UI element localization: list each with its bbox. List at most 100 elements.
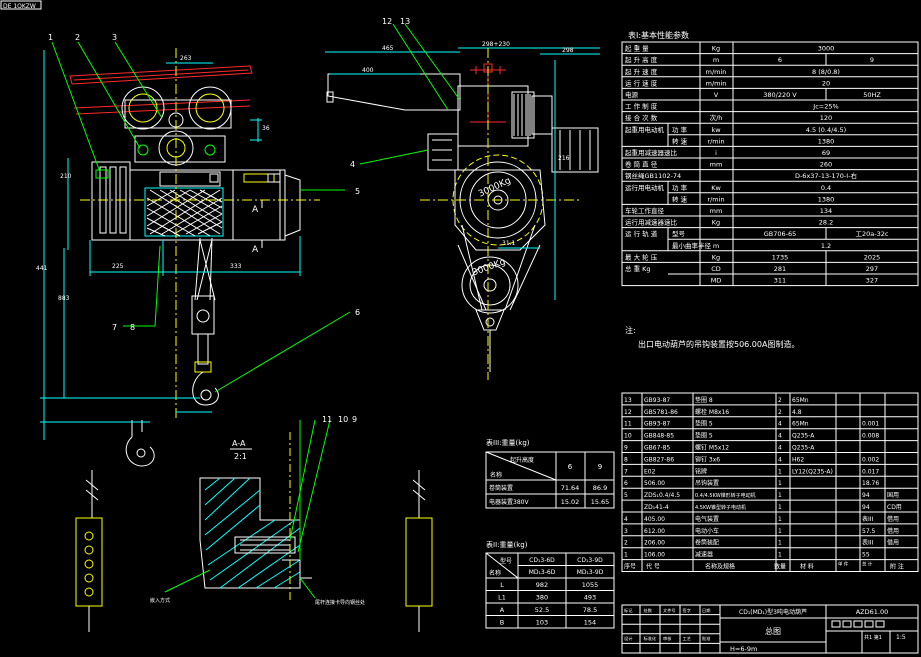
bom-cell: 6: [624, 480, 628, 487]
table1-unit: r/min: [707, 195, 724, 203]
table1-unit: Kw: [711, 184, 721, 192]
bom-cell: H62: [792, 456, 804, 463]
bom-cell: 94: [862, 504, 870, 511]
table1-label: 最 大 轮 压: [625, 252, 658, 261]
table1-label: 卷 筒 直 径: [625, 160, 658, 169]
svg-text:263: 263: [180, 55, 192, 62]
callout-6: 6: [355, 308, 360, 317]
title-sheet: 共1 第1: [864, 634, 882, 641]
bom-cell: 65Mn: [792, 421, 809, 428]
table3-head: 起升高度: [510, 456, 534, 464]
travel-motor-front: [232, 169, 301, 241]
bom-cell: 506.00: [644, 480, 665, 487]
callout-1: 1: [48, 33, 53, 42]
bom-cell: 1: [778, 516, 782, 523]
title-sign-label: 处数: [644, 607, 653, 614]
table1-unit: kw: [711, 126, 721, 134]
table1-label: 运行用减速器速比: [625, 218, 678, 227]
label-embed: 嵌入方式: [150, 597, 170, 604]
section-title: A-A: [232, 439, 246, 448]
bom-cell: 1: [778, 528, 782, 535]
table2-row-label: L: [500, 581, 504, 589]
table1-value: Jc=25%: [812, 103, 838, 111]
table1-label: 运 行 速 度: [625, 78, 658, 87]
bom-cell: 57.5: [862, 528, 876, 535]
table1-sublabel: 功 率: [672, 125, 688, 134]
table1-label: 钢丝绳GB1102-74: [625, 171, 681, 180]
callout-12: 12: [382, 17, 392, 26]
table1-label: 起 升 高 度: [625, 55, 658, 64]
table1-value: 20: [822, 79, 830, 87]
bom-cell: 2: [624, 540, 628, 547]
bom-cell: 1: [778, 492, 782, 499]
table1-unit: m: [713, 242, 719, 250]
table1-label: 运行用电动机: [625, 183, 665, 192]
table1-value: 134: [820, 207, 832, 215]
table1-unit: V: [714, 91, 719, 99]
table3-head: 名称: [490, 471, 502, 479]
table3-row-label: 卷筒装置: [489, 484, 513, 492]
bom-cell: 借用: [887, 539, 899, 547]
bom-cell: 借用: [887, 515, 899, 523]
table1-value: 1380: [818, 195, 835, 203]
bom-cell: 表III: [862, 515, 874, 523]
bom-cell: ZD₁41-4: [644, 504, 669, 511]
bom-cell: ZDS₁0.4/4.5: [644, 492, 680, 499]
table1-value: GB706-65: [764, 230, 797, 238]
note-label: 注:: [625, 325, 636, 335]
drum-front: [129, 169, 281, 241]
table3-col: 6: [568, 463, 573, 471]
bom-cell: 借用: [887, 527, 899, 535]
table2-cell: 52.5: [535, 606, 549, 614]
bom-cell: 铭牌: [695, 467, 707, 475]
travel-motor-side: [551, 127, 599, 173]
dimensions-front: 263 36 210 441 883 225 333: [36, 50, 301, 440]
table1-value: D-6x37-13-170-Ⅰ-右: [795, 171, 858, 180]
bom-cell: Q235-A: [792, 445, 815, 452]
bom-cell: 11: [624, 421, 632, 428]
rail-beam-front: [69, 65, 253, 85]
table1-unit: Kg: [712, 219, 720, 227]
table1-label: 总 重 Kg: [625, 264, 651, 273]
svg-text:333: 333: [230, 263, 242, 270]
table1-value: 260: [820, 161, 832, 169]
bom-cell: CD用: [887, 504, 902, 511]
bom-header: 总 计: [862, 561, 873, 568]
bom-cell: GB67-85: [644, 445, 670, 452]
table1-unit: Kg: [712, 45, 720, 53]
table2-cell: 493: [584, 594, 596, 602]
bom-cell: 1: [778, 504, 782, 511]
table3-cell: 86.9: [593, 484, 607, 492]
title-scale: 1:5: [896, 634, 906, 641]
table1-value: 380/220 V: [763, 91, 797, 99]
table2-col: CD₁3-9D: [577, 557, 603, 564]
bom-cell: 1: [624, 552, 628, 559]
table1-unit: 次/h: [710, 113, 723, 122]
table1-value: 0.4: [821, 184, 831, 192]
table1-value: 4.5 (0.4/4.5): [806, 126, 846, 134]
bom-cell: 1: [778, 540, 782, 547]
table1-unit: MD: [711, 277, 722, 285]
bom-cell: 94: [862, 492, 870, 499]
pendant-control-left: [75, 470, 103, 632]
bom-cell: 106.00: [644, 552, 665, 559]
trolley-side: [457, 85, 529, 147]
table1-unit: m/min: [706, 79, 727, 87]
callout-7: 7: [112, 323, 117, 332]
callout-8: 8: [130, 323, 135, 332]
table3-cell: 15.65: [591, 498, 610, 506]
callout-11: 11: [322, 415, 332, 424]
bom-cell: 0.017: [862, 468, 879, 475]
table1-label: 起重用减速器速比: [625, 148, 678, 157]
table1-title: 表Ⅰ:基本性能参数: [628, 30, 689, 40]
table1-sublabel: 最小曲率半径: [672, 241, 712, 250]
svg-text:216: 216: [558, 155, 570, 162]
pendant-control-right: [405, 470, 433, 632]
title-sign-label: 签字: [683, 607, 691, 613]
bom-cell: GB5781-86: [644, 409, 678, 416]
bom-cell: 国用: [887, 492, 899, 499]
bom-cell: 垫圈 5: [695, 420, 713, 428]
title-sign-label: 标记: [624, 607, 633, 614]
table2-col: CD₁3-6D: [529, 557, 555, 564]
